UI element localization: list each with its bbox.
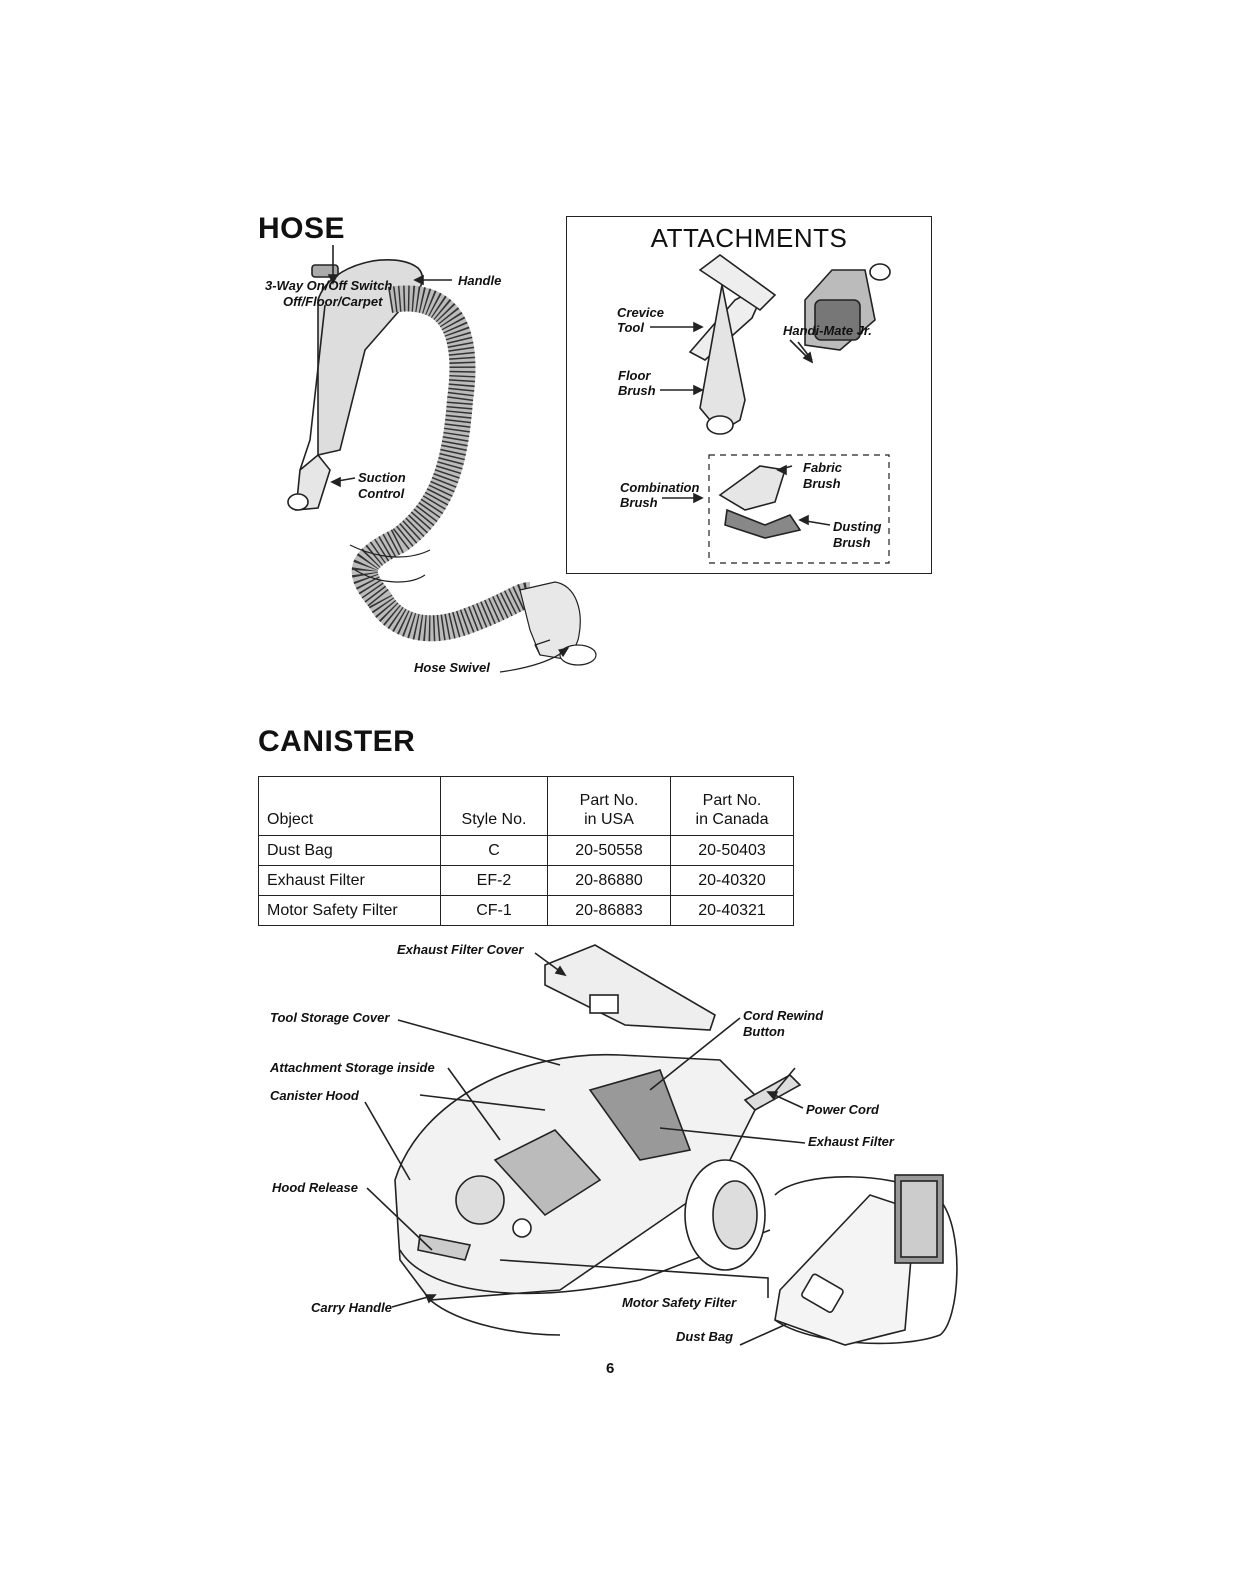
hose-heading: HOSE bbox=[258, 212, 346, 245]
usa-header-line2: in USA bbox=[584, 811, 634, 828]
table-cell: Dust Bag bbox=[258, 835, 441, 866]
suction-label-line1: Suction bbox=[358, 470, 406, 485]
table-cell: CF-1 bbox=[440, 895, 548, 926]
canada-header-line1: Part No. bbox=[702, 792, 762, 809]
switch-label-line1: 3-Way On/Off Switch bbox=[265, 278, 393, 293]
combination-label-line2: Brush bbox=[620, 495, 658, 510]
col-style-header: Style No. bbox=[440, 776, 548, 836]
table-row: Dust Bag C 20-50558 20-50403 bbox=[258, 835, 794, 866]
crevice-label-line2: Tool bbox=[617, 320, 644, 335]
col-object-header: Object bbox=[258, 776, 441, 836]
suction-label-line2: Control bbox=[358, 486, 405, 501]
cord-rewind-label-line1: Cord Rewind bbox=[743, 1008, 824, 1023]
handle-label: Handle bbox=[458, 273, 502, 288]
exhaust-cover-label: Exhaust Filter Cover bbox=[397, 942, 524, 957]
cord-rewind-label-line2: Button bbox=[743, 1024, 785, 1039]
table-cell: 20-50558 bbox=[547, 835, 671, 866]
combination-label-line1: Combination bbox=[620, 480, 700, 495]
table-cell: Motor Safety Filter bbox=[258, 895, 441, 926]
attachments-box: ATTACHMENTS bbox=[566, 216, 932, 574]
floor-brush-label-line2: Brush bbox=[618, 383, 656, 398]
canister-drawing bbox=[364, 944, 958, 1346]
canister-heading: CANISTER bbox=[258, 725, 416, 758]
table-row: Exhaust Filter EF-2 20-86880 20-40320 bbox=[258, 865, 794, 896]
attachments-heading: ATTACHMENTS bbox=[650, 223, 848, 253]
switch-label-line2: Off/Floor/Carpet bbox=[283, 294, 383, 309]
table-cell: C bbox=[440, 835, 548, 866]
table-cell: Exhaust Filter bbox=[258, 865, 441, 896]
hose-corrugated-drawing bbox=[349, 285, 597, 673]
exhaust-filter-label: Exhaust Filter bbox=[808, 1134, 894, 1149]
hose-swivel-label: Hose Swivel bbox=[414, 660, 490, 675]
dust-bag-label: Dust Bag bbox=[676, 1329, 734, 1344]
attach-storage-label-line1: Attachment Storage inside bbox=[270, 1060, 435, 1075]
attach-storage-label-line2: Canister Hood bbox=[270, 1088, 359, 1103]
table-cell: EF-2 bbox=[440, 865, 548, 896]
table-cell: 20-40321 bbox=[670, 895, 794, 926]
table-cell: 20-86880 bbox=[547, 865, 671, 896]
dusting-label-line1: Dusting bbox=[833, 519, 882, 534]
table-cell: 20-50403 bbox=[670, 835, 794, 866]
floor-brush-label-line1: Floor bbox=[618, 368, 651, 383]
canada-header-line2: in Canada bbox=[695, 811, 769, 828]
page-number: 6 bbox=[606, 1360, 615, 1377]
motor-safety-label: Motor Safety Filter bbox=[622, 1295, 737, 1310]
crevice-label-line1: Crevice bbox=[617, 305, 664, 320]
carry-handle-label: Carry Handle bbox=[311, 1300, 392, 1315]
hood-release-label: Hood Release bbox=[272, 1180, 358, 1195]
table-cell: 20-86883 bbox=[547, 895, 671, 926]
table-row: Motor Safety Filter CF-1 20-86883 20-403… bbox=[258, 895, 794, 926]
table-cell: 20-40320 bbox=[670, 865, 794, 896]
power-cord-label: Power Cord bbox=[806, 1102, 879, 1117]
usa-header-line1: Part No. bbox=[579, 792, 639, 809]
tool-storage-label: Tool Storage Cover bbox=[270, 1010, 390, 1025]
handimate-label: Handi-Mate Jr. bbox=[783, 323, 872, 338]
col-usa-header: Part No. in USA bbox=[547, 776, 671, 836]
fabric-label-line1: Fabric bbox=[803, 460, 843, 475]
table-header-row: Object Style No. Part No. in USA Part No.… bbox=[258, 776, 794, 836]
dusting-label-line2: Brush bbox=[833, 535, 871, 550]
fabric-label-line2: Brush bbox=[803, 476, 841, 491]
parts-table: Object Style No. Part No. in USA Part No.… bbox=[258, 776, 794, 926]
attachments-drawing bbox=[650, 254, 891, 564]
col-canada-header: Part No. in Canada bbox=[670, 776, 794, 836]
